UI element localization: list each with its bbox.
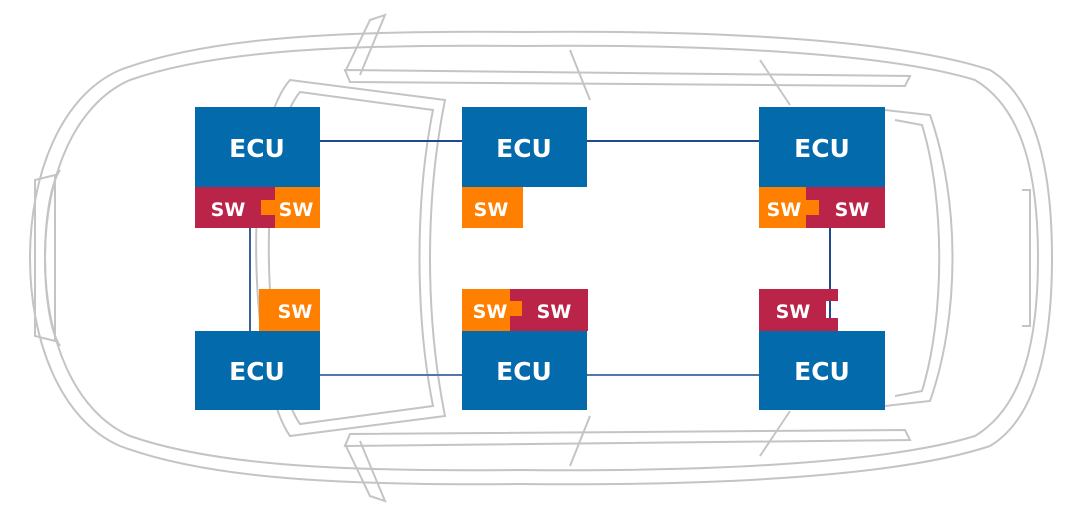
ecu-label: ECU: [229, 134, 285, 163]
ecu-label: ECU: [496, 134, 552, 163]
ecu-box: [195, 107, 320, 187]
sw-port: [510, 301, 522, 316]
sw-box-red: [759, 289, 838, 331]
sw-box-orange: [759, 187, 806, 228]
node-center-top: ECU SW: [462, 107, 587, 228]
sw-label: SW: [211, 199, 246, 221]
sw-label: SW: [278, 301, 313, 323]
sw-label: SW: [279, 199, 314, 221]
node-rear-bottom: SW ECU: [759, 289, 885, 410]
ecu-label: ECU: [496, 357, 552, 386]
ecu-label: ECU: [794, 134, 850, 163]
sw-label: SW: [473, 301, 508, 323]
sw-port: [826, 301, 838, 318]
sw-box-orange: [462, 289, 510, 331]
sw-label: SW: [474, 199, 509, 221]
ecu-box: [759, 331, 885, 410]
ecu-box: [759, 107, 885, 187]
node-front-left: ECU SW SW: [195, 107, 320, 228]
ecu-box: [462, 331, 587, 410]
sw-label: SW: [537, 301, 572, 323]
sw-label: SW: [767, 199, 802, 221]
sw-label: SW: [776, 301, 811, 323]
network-links: [249, 140, 831, 376]
sw-port: [261, 200, 275, 215]
ecu-box: [462, 107, 587, 187]
car-outline: [28, 13, 1054, 503]
node-rear-top: ECU SW SW: [759, 107, 885, 228]
sw-port: [806, 200, 819, 215]
node-front-bottom: SW ECU: [195, 289, 320, 410]
sw-label: SW: [835, 199, 870, 221]
sw-box-red: [510, 289, 588, 331]
ecu-label: ECU: [229, 357, 285, 386]
sw-box-orange: [275, 187, 320, 228]
ecu-box: [195, 331, 320, 410]
sw-box-orange: [259, 289, 320, 331]
ecu-label: ECU: [794, 357, 850, 386]
node-center-bottom: SW SW ECU: [462, 289, 588, 410]
sw-box-red: [806, 187, 885, 228]
sw-box-orange: [462, 187, 523, 228]
